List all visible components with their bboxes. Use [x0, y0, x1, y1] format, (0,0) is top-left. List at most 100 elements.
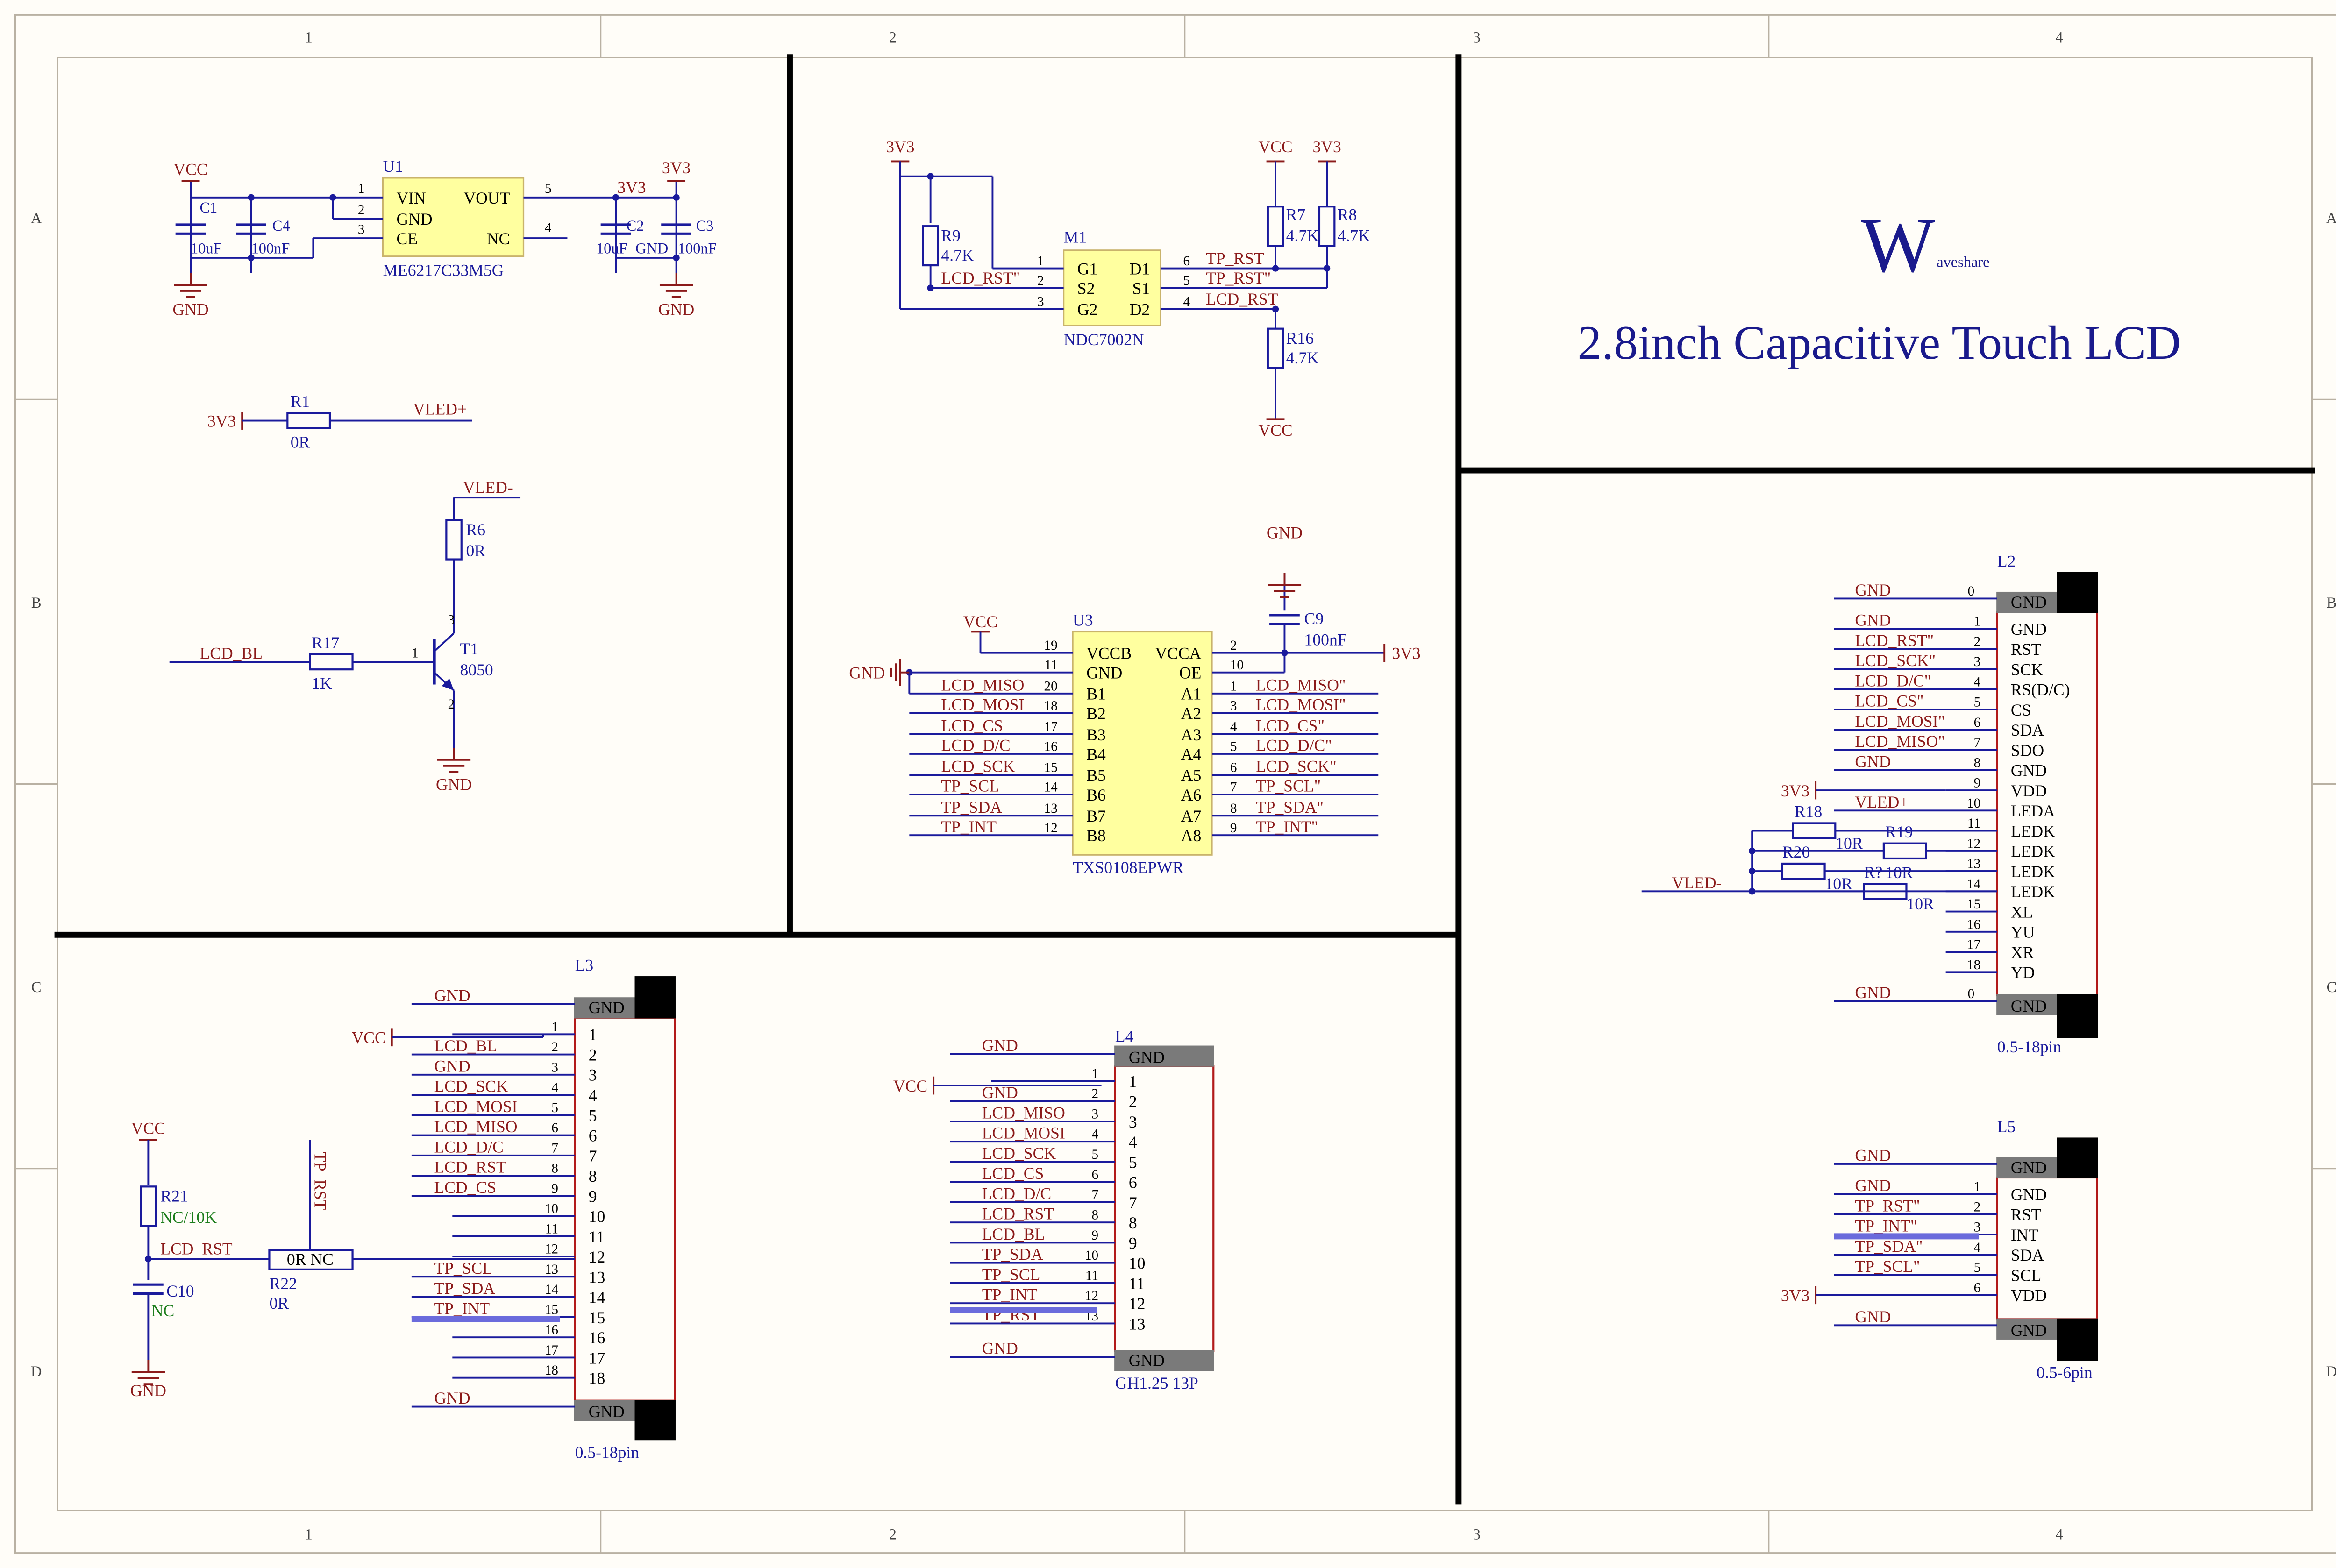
zone-col-label: 4	[2055, 1526, 2063, 1543]
u1-pin-num: 2	[358, 202, 365, 217]
t1-ref: T1	[460, 639, 478, 658]
u1-pin-label: GND	[396, 210, 432, 228]
tp-rst-label: TP_RST	[1206, 249, 1264, 268]
l5-pin-label: SCL	[2011, 1266, 2041, 1284]
zone-col-label: 2	[889, 1526, 897, 1543]
u3-pin-num: 18	[1044, 698, 1058, 713]
u3-left-net-label: TP_SDA	[941, 798, 1002, 816]
l3-pin-num: 8	[551, 1161, 558, 1176]
u3-pin-num: 6	[1230, 760, 1237, 775]
l3-mount-top	[634, 976, 676, 1019]
l2-pin-num: 14	[1967, 877, 1981, 892]
u1-pin-label: CE	[396, 229, 418, 248]
u1-pin-label: NC	[487, 229, 510, 248]
l4-pin-num: 7	[1092, 1188, 1099, 1203]
l2-pin-label: SDA	[2011, 721, 2044, 739]
u3-pin-label: A7	[1181, 807, 1202, 825]
u3-left-net-label: LCD_SCK	[941, 757, 1015, 776]
r9-body	[922, 225, 939, 267]
gnd-label: GND	[1855, 581, 1891, 599]
l3-pin-label: 7	[589, 1147, 597, 1165]
vcc-label: VCC	[131, 1119, 165, 1137]
u3-pin-num: 7	[1230, 780, 1237, 795]
u3-right-net-label: TP_SCL"	[1256, 777, 1321, 795]
u3-pin-label: B1	[1086, 685, 1106, 703]
u3-right-net-label: LCD_MOSI"	[1256, 695, 1346, 714]
u3-pin-label: OE	[1179, 664, 1201, 682]
u1-pin-label: VIN	[396, 189, 426, 207]
c3-ref: C3	[696, 217, 714, 234]
l3-pin-num: 6	[551, 1121, 558, 1135]
3v3-label: 3V3	[1781, 781, 1809, 800]
3v3-net-label: 3V3	[617, 178, 646, 197]
l2-pin-label: GND	[2011, 761, 2047, 780]
c10-val: NC	[151, 1301, 174, 1320]
r22-val: 0R	[269, 1294, 289, 1313]
vled-plus-label: VLED+	[413, 400, 467, 419]
l2-pin-num: 11	[1967, 816, 1980, 831]
l3-pin-label: 12	[589, 1248, 605, 1266]
l2-pin-num: 6	[1974, 715, 1981, 730]
r20-ref: R20	[1782, 843, 1810, 861]
u3-pin-label: A2	[1181, 704, 1202, 723]
l4-pin-label: 8	[1129, 1213, 1137, 1232]
vcc-label: VCC	[893, 1077, 927, 1095]
u3-pin-num: 19	[1044, 638, 1058, 653]
l4-gnd-tab-label: GND	[1129, 1351, 1165, 1370]
r18-body	[1792, 822, 1837, 839]
u3-pin-label: GND	[1086, 664, 1122, 682]
l3-pin-label: 5	[589, 1106, 597, 1125]
r16-body	[1267, 327, 1284, 369]
zone-row-label: A	[2326, 210, 2336, 227]
u3-pin-label: B2	[1086, 704, 1106, 723]
u1-pin-num: 1	[358, 181, 365, 196]
l5-pin-num: 2	[1974, 1199, 1981, 1214]
gnd-label: GND	[1855, 983, 1891, 1002]
u3-left-net-label: LCD_D/C	[941, 736, 1010, 755]
vcc-label: VCC	[352, 1029, 386, 1047]
l2-pin-label: RST	[2011, 640, 2042, 659]
l4-pin-label: 2	[1129, 1093, 1137, 1111]
u3-pin-num: 17	[1044, 720, 1058, 735]
gnd-label: GND	[982, 1339, 1018, 1358]
u3-pin-label: A6	[1181, 786, 1202, 804]
m1-pin-label: G2	[1077, 300, 1098, 319]
tp-rst-vertical-label: TP_RST	[311, 1152, 330, 1210]
l4-pin-label: 5	[1129, 1153, 1137, 1171]
l3-net-label: TP_INT	[434, 1299, 490, 1318]
gnd-label: GND	[130, 1381, 166, 1400]
zone-row-label: B	[2327, 594, 2336, 611]
l2-part: 0.5-18pin	[1997, 1037, 2062, 1056]
vled-minus-label: VLED-	[463, 478, 513, 497]
m1-pin-num: 4	[1183, 294, 1190, 309]
u3-pin-num: 3	[1230, 698, 1237, 713]
l2-pin-num: 9	[1974, 776, 1981, 791]
l2-net-label: GND	[1855, 752, 1891, 771]
c2-ref: C2	[627, 217, 644, 234]
m1-pin-label: S1	[1132, 279, 1150, 298]
rq-val: 10R	[1906, 894, 1934, 913]
u3-pin-label: B7	[1086, 807, 1106, 825]
l2-net-label: GND	[1855, 611, 1891, 630]
l3-pin-num: 13	[545, 1262, 558, 1277]
l2-net-label: LCD_D/C"	[1855, 671, 1931, 690]
zone-row-label: C	[2327, 979, 2336, 995]
waveshare-logo-text: aveshare	[1937, 253, 1989, 270]
l3-pin-num: 17	[545, 1343, 558, 1358]
l2-pin-num: 18	[1967, 958, 1980, 972]
l3-pin-num: 15	[545, 1302, 558, 1317]
l3-pin-num: 1	[551, 1020, 558, 1035]
l5-ref: L5	[1997, 1117, 2016, 1136]
l4-pin-label: 6	[1129, 1173, 1137, 1192]
l3-pin-num: 18	[545, 1363, 558, 1378]
gnd-label-small: GND	[635, 240, 668, 256]
l3-pin-num: 16	[545, 1323, 558, 1338]
u3-right-net-label: TP_INT"	[1256, 817, 1318, 836]
r20-val: 10R	[1825, 874, 1853, 893]
vcc-label: VCC	[1258, 421, 1292, 440]
l5-pin-label: INT	[2011, 1226, 2039, 1244]
gnd-label: GND	[436, 775, 472, 794]
junction-dot	[673, 194, 680, 201]
l5-net-label: GND	[1855, 1176, 1891, 1195]
l3-pin-label: 11	[589, 1227, 605, 1246]
